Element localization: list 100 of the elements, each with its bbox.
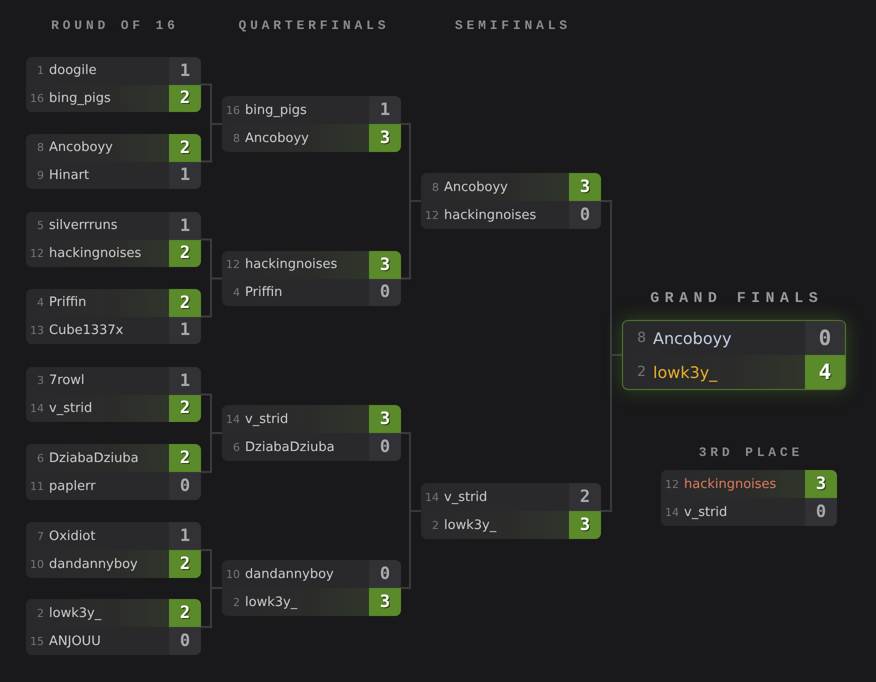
player-row (26, 134, 201, 162)
player-name: paplerr (49, 478, 97, 494)
seed-number: 9 (36, 168, 44, 182)
player-row (623, 321, 845, 355)
round-heading: QUARTERFINALS (237, 17, 390, 35)
score: 2 (169, 84, 201, 112)
score: 3 (369, 405, 401, 433)
player-name: Hinart (49, 168, 90, 183)
score: 4 (805, 355, 845, 389)
player-name: Ancoboyy (245, 130, 310, 146)
player-row (222, 433, 401, 461)
seed-number: 2 (636, 364, 646, 380)
seed-number: 12 (29, 246, 44, 260)
round-heading: ROUND OF 16 (50, 17, 179, 35)
player-row (26, 289, 201, 316)
score: 2 (169, 289, 201, 316)
score: 0 (805, 321, 845, 355)
score: 1 (169, 57, 201, 84)
seed-number: 8 (636, 330, 646, 346)
player-row (26, 627, 201, 655)
seed-number: 2 (431, 518, 439, 532)
seed-number: 14 (29, 402, 44, 415)
score: 3 (369, 251, 401, 278)
score: 1 (169, 316, 201, 344)
score: 2 (169, 550, 201, 578)
section-heading: GRAND FINALS (649, 289, 824, 309)
score: 2 (569, 483, 601, 511)
seed-number: 12 (664, 478, 679, 490)
player-row (222, 560, 401, 588)
score: 2 (169, 394, 201, 422)
seed-number: 1 (36, 64, 44, 78)
score: 1 (169, 367, 201, 394)
score: 2 (169, 444, 201, 472)
match-card (222, 251, 401, 306)
match-card (26, 289, 201, 344)
score: 1 (369, 96, 401, 124)
player-name: DziabaDziuba (245, 440, 336, 454)
section-heading: 3RD PLACE (698, 444, 804, 462)
player-name: dandannyboy (49, 556, 139, 572)
seed-number: 14 (424, 490, 439, 504)
player-row (26, 522, 201, 550)
match-card (26, 57, 201, 112)
seed-number: 15 (29, 634, 44, 648)
player-row (661, 470, 837, 498)
player-row (26, 316, 201, 344)
seed-number: 5 (36, 219, 44, 232)
player-name: bing_pigs (49, 90, 112, 106)
seed-number: 6 (36, 452, 44, 464)
player-row (661, 498, 837, 526)
score: 0 (369, 278, 401, 306)
score: 0 (569, 201, 601, 229)
player-row (421, 173, 601, 201)
player-name: v_strid (444, 490, 488, 504)
seed-number: 16 (225, 104, 240, 116)
seed-number: 6 (232, 440, 240, 454)
player-row (222, 251, 401, 278)
player-name: DziabaDziuba (49, 450, 140, 466)
player-name: lowk3y_ (49, 606, 102, 620)
score: 3 (569, 511, 601, 539)
player-row (26, 84, 201, 112)
player-name: v_strid (684, 504, 728, 520)
score: 1 (169, 162, 201, 189)
match-card (222, 560, 401, 616)
score: 0 (169, 627, 201, 655)
player-row (26, 550, 201, 578)
player-name: hackingnoises (684, 476, 778, 492)
player-row (623, 355, 845, 389)
match-card (26, 367, 201, 422)
seed-number: 12 (225, 258, 240, 272)
score: 2 (169, 240, 201, 267)
player-name: Ancoboyy (49, 140, 114, 156)
player-row (222, 96, 401, 124)
player-row (26, 599, 201, 627)
seed-number: 10 (29, 558, 44, 570)
player-name: silverrruns (49, 218, 119, 234)
player-row (222, 588, 401, 616)
seed-number: 14 (664, 506, 679, 518)
match-card (26, 444, 201, 500)
seed-number: 11 (29, 480, 44, 492)
player-name: Ancoboyy (444, 180, 509, 194)
player-name: hackingnoises (444, 208, 538, 222)
player-row (222, 278, 401, 306)
score: 0 (369, 560, 401, 588)
player-row (421, 483, 601, 511)
player-name: Priffin (49, 295, 88, 310)
score: 0 (805, 498, 837, 526)
seed-number: 8 (36, 141, 44, 154)
match-card (222, 96, 401, 152)
seed-number: 7 (36, 530, 44, 542)
match-card (222, 405, 401, 461)
seed-number: 8 (431, 180, 439, 194)
player-row (421, 511, 601, 539)
player-row (26, 394, 201, 422)
match-card (421, 173, 601, 229)
seed-number: 4 (232, 286, 240, 299)
player-name: hackingnoises (49, 246, 142, 261)
player-name: Ancoboyy (653, 328, 733, 348)
seed-number: 12 (424, 208, 439, 222)
match-card (26, 212, 201, 267)
player-row (222, 124, 401, 152)
